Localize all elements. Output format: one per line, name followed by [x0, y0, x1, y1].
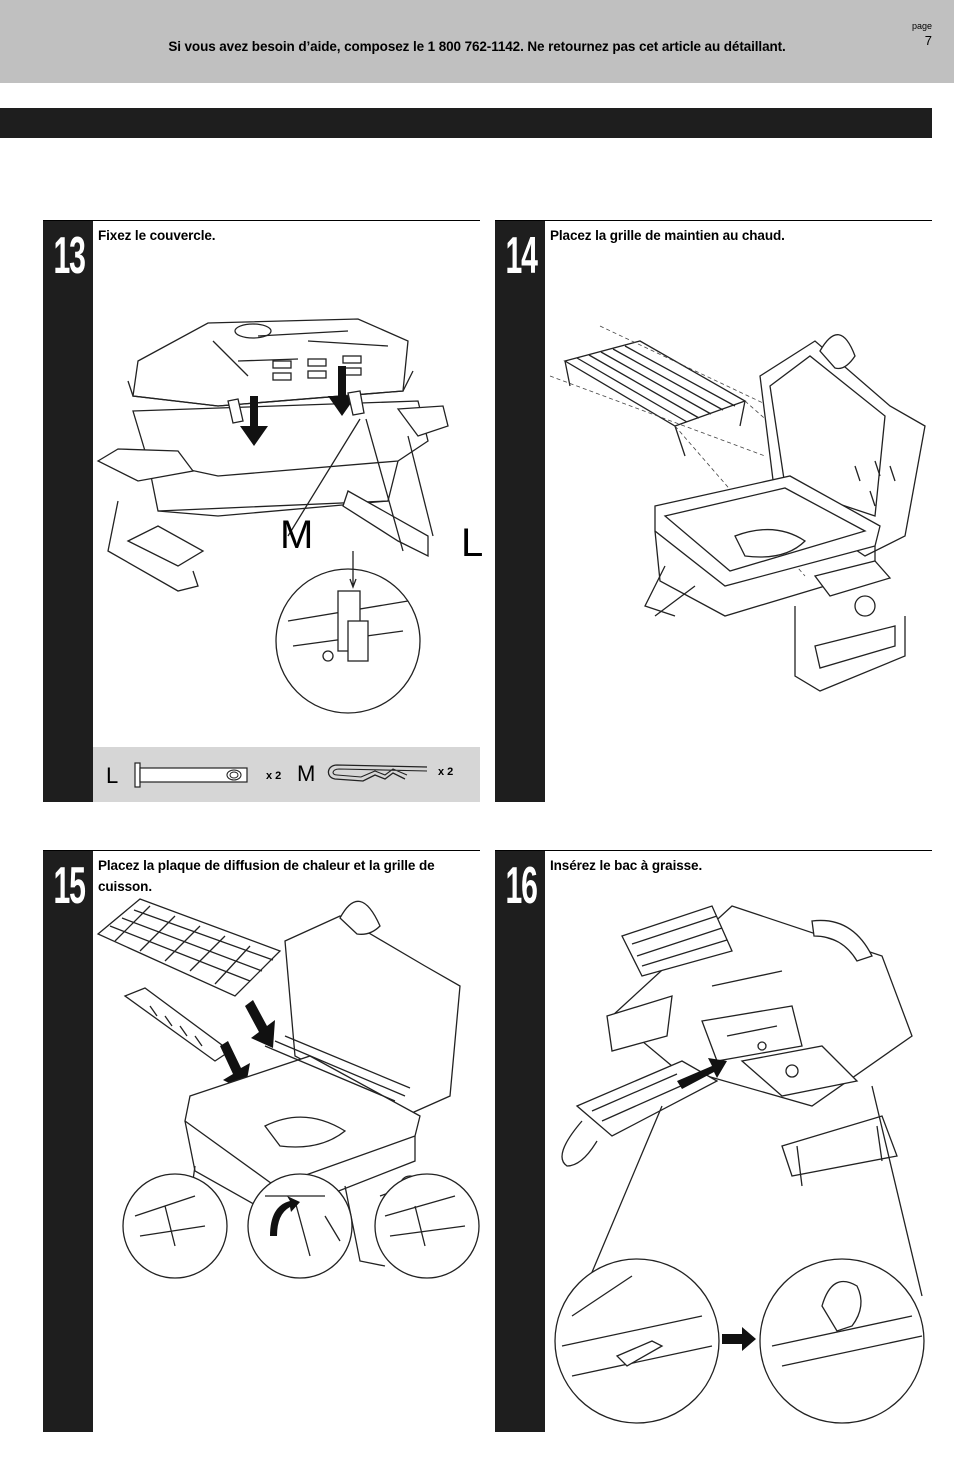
- step-13: 13 Fixez le couvercle.: [43, 220, 484, 802]
- part-qty-m: x 2: [438, 766, 454, 778]
- page-number: 7: [924, 33, 932, 48]
- grease-tray-illustration: [554, 905, 925, 1424]
- warming-rack-illustration: [549, 325, 926, 692]
- step-15: 15 Placez la plaque de diffusion de chal…: [43, 850, 480, 1432]
- step-number: 15: [53, 857, 86, 915]
- callout-l: L: [461, 521, 484, 565]
- step-14: 14 Placez la grille de maintien au chaud…: [495, 220, 932, 802]
- step-number-column: 15: [43, 851, 93, 1432]
- step-number: 14: [505, 227, 538, 285]
- step-number-column: 14: [495, 221, 545, 802]
- hitch-pin-icon: [327, 764, 428, 782]
- bolt-icon: [134, 762, 248, 788]
- parts-strip: L x 2 M x 2: [93, 747, 480, 802]
- cooking-grate-illustration: [96, 898, 480, 1279]
- step-number-column: 16: [495, 851, 545, 1432]
- help-line: Si vous avez besoin d’aide, composez le …: [168, 39, 786, 54]
- part-letter-l: L: [106, 763, 119, 788]
- step-instruction: Fixez le couvercle.: [98, 228, 216, 243]
- callout-m: M: [280, 513, 314, 557]
- step-16: 16 Insérez le bac à graisse.: [495, 850, 932, 1432]
- step-instruction: Placez la grille de maintien au chaud.: [550, 228, 785, 243]
- step-instruction: Placez la plaque de diffusion de chaleur…: [98, 858, 435, 894]
- section-title-bar: [0, 108, 932, 138]
- grill-lid-illustration: [96, 318, 449, 714]
- page-label: page: [911, 21, 932, 31]
- page-header: Si vous avez besoin d’aide, composez le …: [0, 0, 954, 83]
- part-qty-l: x 2: [266, 770, 282, 782]
- step-instruction: Insérez le bac à graisse.: [550, 858, 703, 873]
- step-number-column: 13: [43, 221, 93, 802]
- part-letter-m: M: [297, 761, 316, 786]
- step-number: 16: [505, 857, 538, 915]
- step-number: 13: [53, 227, 86, 285]
